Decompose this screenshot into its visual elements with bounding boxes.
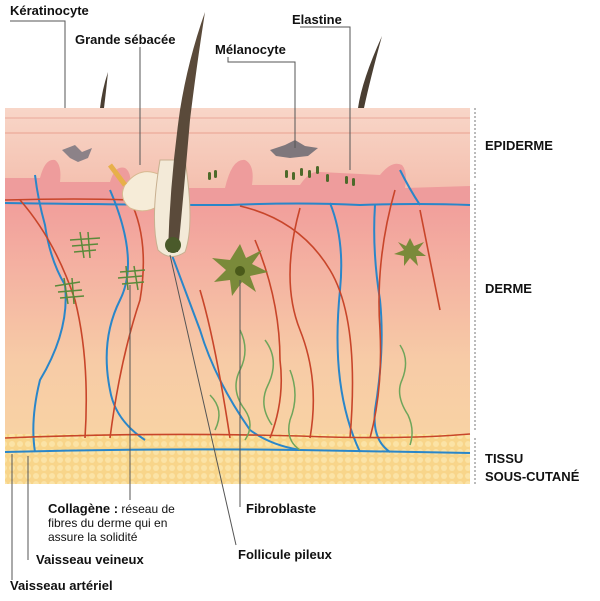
label-vaisseau-veineux: Vaisseau veineux [36,552,144,567]
fibroblast-cell-small [394,238,426,266]
label-follicule-pileux: Follicule pileux [238,547,332,562]
sebaceous-duct [108,163,127,187]
melanin-granules [208,166,355,186]
collagene-desc-1: réseau de [121,502,175,516]
collagen-networks [54,231,146,305]
collagene-caption: Collagène : réseau de fibres du derme qu… [48,501,208,545]
label-fibroblaste: Fibroblaste [246,501,317,516]
collagene-title: Collagène : [48,501,119,516]
hair-bulb [165,237,181,253]
veins [4,169,471,454]
hair-right [358,36,382,108]
label-elastine: Elastine [292,12,342,27]
fibroblast-nucleus-large [235,266,245,276]
melanocyte-cell-left [62,145,92,162]
hair-shaft [168,12,205,252]
layer-derme: DERME [485,281,532,296]
layer-tissu: TISSU [485,451,524,466]
collagene-desc-2: fibres du derme qui en [48,516,168,530]
basal-layer [5,159,470,205]
melanocyte-cell-right [270,140,318,158]
layer-epiderme: EPIDERME [485,138,553,153]
collagene-desc-3: assure la solidité [48,530,138,544]
label-keratinocyte: Kératinocyte [10,3,89,18]
label-grande-sebacee: Grande sébacée [75,32,176,47]
layer-sous-cutane: SOUS-CUTANÉ [485,469,580,484]
hair-left [100,72,108,108]
label-vaisseau-arteriel: Vaisseau artériel [10,578,113,593]
elastin-fibers [209,329,413,451]
hypodermis-layer [5,432,470,484]
label-melanocyte: Mélanocyte [215,42,286,57]
leader-lines [10,20,351,580]
